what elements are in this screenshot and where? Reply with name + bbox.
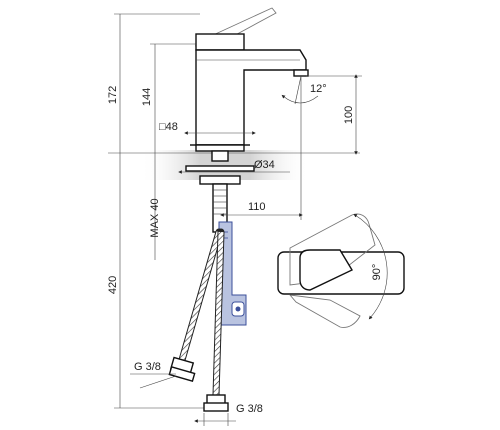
spout-reach-dimension: [220, 110, 303, 220]
right-hose-fitting: [203, 394, 229, 412]
mounting-bracket: [218, 221, 247, 326]
hose-length-label: 420: [107, 276, 119, 294]
aerator: [293, 69, 309, 77]
outlet-height-label: 100: [343, 106, 355, 124]
outlet-height-dimension: [306, 74, 362, 155]
spout-angle-label: 12°: [310, 83, 327, 95]
lever-rotation-label: 90°: [371, 264, 383, 281]
faucet-body: [190, 33, 309, 152]
spout-reach-label: 110: [248, 201, 266, 213]
hole-diameter-label: Ø34: [254, 159, 275, 171]
base-plate: [195, 144, 245, 152]
right-thread-leader: [194, 413, 236, 426]
top-view-lever: [277, 213, 405, 328]
base-size-label: □48: [159, 121, 178, 133]
left-thread-label: G 3/8: [134, 361, 161, 373]
left-dimension-lines: [114, 13, 215, 409]
body-height-label: 144: [141, 88, 153, 106]
total-height-label: 172: [107, 86, 119, 104]
washer: [185, 165, 255, 172]
left-thread-leader: [130, 373, 177, 389]
deck-thickness-label: MAX 40: [149, 198, 161, 237]
left-hose-fitting: [168, 356, 196, 383]
right-thread-label: G 3/8: [236, 403, 263, 415]
supply-hoses: [178, 228, 225, 399]
mounting-nut: [199, 175, 241, 185]
spout-angle-indicator: [281, 75, 319, 110]
